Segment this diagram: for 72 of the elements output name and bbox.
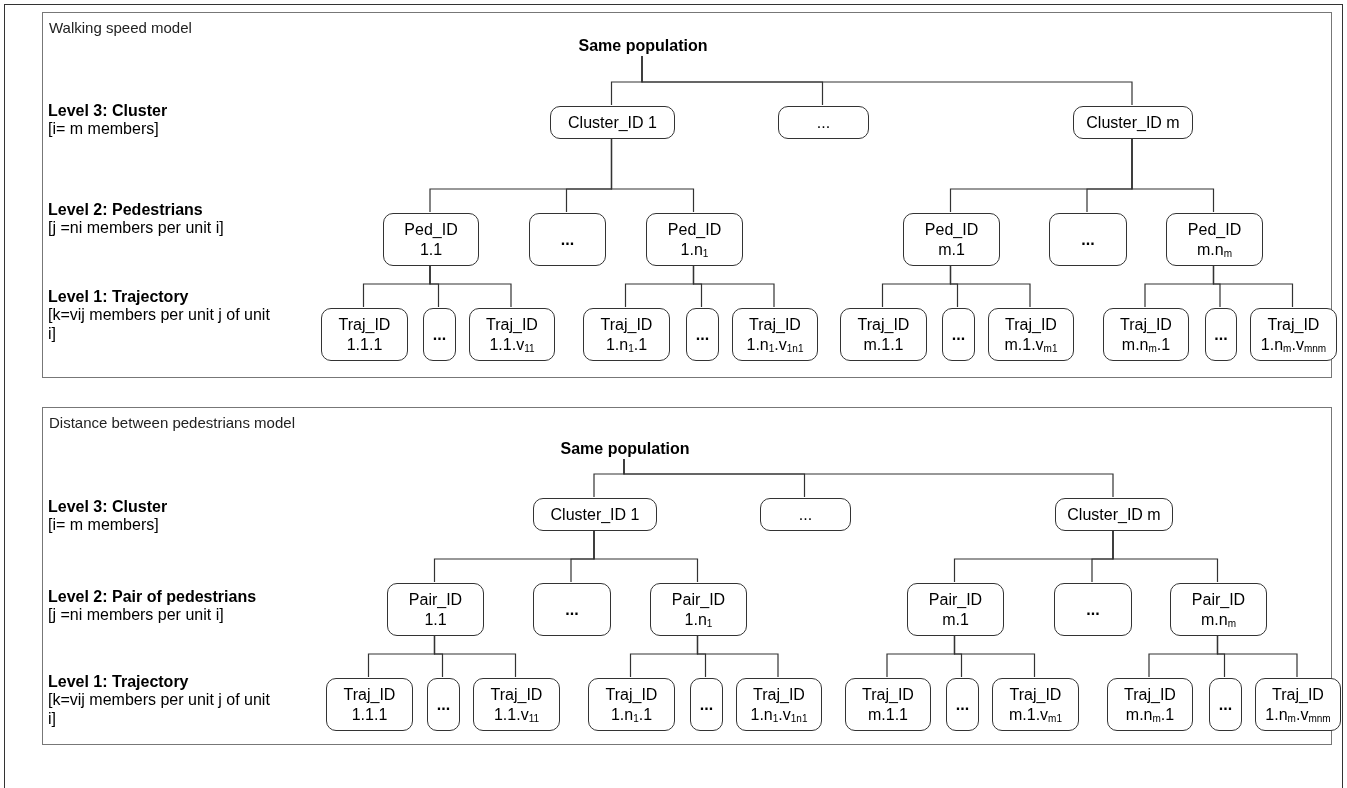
trajectory-box: Traj_ID 1.n$_{m}$.v$_{mnm}$ <box>1255 678 1341 731</box>
unit-box: Pair_ID m.1 <box>907 583 1004 636</box>
level-heading: Level 2: Pair of pedestrians <box>48 587 258 606</box>
trajectory-box: Traj_ID 1.n$_{1}$.1 <box>588 678 675 731</box>
unit-box: Pair_ID m.n$_{m}$ <box>1170 583 1267 636</box>
level-description: [k=vij members per unit j of unit i] <box>48 305 271 343</box>
unit-box: Ped_ID 1.n$_{1}$ <box>646 213 743 266</box>
panel-title: Walking speed model <box>49 18 192 38</box>
level-description: [j =ni members per unit i] <box>48 605 225 624</box>
trajectory-box: Traj_ID m.1.v$_{m1}$ <box>988 308 1074 361</box>
root-label: Same population <box>568 35 718 57</box>
trajectory-box: ... <box>1205 308 1237 361</box>
tree-connector <box>953 634 1036 678</box>
trajectory-box: Traj_ID m.1.1 <box>845 678 931 731</box>
level-description: [i= m members] <box>48 119 160 138</box>
cluster-box: Cluster_ID 1 <box>550 106 675 139</box>
unit-box: ... <box>1054 583 1132 636</box>
tree-connector <box>1112 529 1219 583</box>
tree-connector <box>949 264 1031 308</box>
trajectory-box: ... <box>942 308 975 361</box>
unit-box: ... <box>1049 213 1127 266</box>
tree-connector <box>1212 264 1294 308</box>
tree-connector <box>623 458 1114 498</box>
trajectory-box: ... <box>1209 678 1242 731</box>
level-description: [k=vij members per unit j of unit i] <box>48 690 271 728</box>
trajectory-box: ... <box>423 308 456 361</box>
trajectory-box: ... <box>690 678 723 731</box>
tree-connector <box>696 634 779 678</box>
level-heading: Level 1: Trajectory <box>48 672 190 691</box>
trajectory-box: Traj_ID m.1.1 <box>840 308 927 361</box>
cluster-box: ... <box>760 498 851 531</box>
panel-title: Distance between pedestrians model <box>49 413 295 433</box>
level-description: [i= m members] <box>48 515 160 534</box>
trajectory-box: Traj_ID m.n$_{m}$.1 <box>1107 678 1193 731</box>
trajectory-box: ... <box>427 678 460 731</box>
tree-connector <box>641 55 1133 106</box>
trajectory-box: Traj_ID 1.1.1 <box>326 678 413 731</box>
level-description: [j =ni members per unit i] <box>48 218 225 237</box>
trajectory-box: Traj_ID m.n$_{m}$.1 <box>1103 308 1189 361</box>
trajectory-box: ... <box>946 678 979 731</box>
unit-box: Ped_ID 1.1 <box>383 213 479 266</box>
trajectory-box: Traj_ID m.1.v$_{m1}$ <box>992 678 1079 731</box>
trajectory-box: Traj_ID 1.n$_{m}$.v$_{mnm}$ <box>1250 308 1337 361</box>
unit-box: ... <box>533 583 611 636</box>
trajectory-box: Traj_ID 1.n$_{1}$.1 <box>583 308 670 361</box>
trajectory-box: Traj_ID 1.1.v$_{11}$ <box>473 678 560 731</box>
trajectory-box: Traj_ID 1.1.1 <box>321 308 408 361</box>
tree-connector <box>429 264 512 308</box>
unit-box: Pair_ID 1.1 <box>387 583 484 636</box>
unit-box: ... <box>529 213 606 266</box>
cluster-box: Cluster_ID m <box>1055 498 1173 531</box>
tree-connector <box>1131 137 1215 213</box>
tree-connector <box>433 634 517 678</box>
tree-connector <box>1216 634 1298 678</box>
cluster-box: ... <box>778 106 869 139</box>
trajectory-box: ... <box>686 308 719 361</box>
trajectory-box: Traj_ID 1.n$_{1}$.v$_{1n1}$ <box>732 308 818 361</box>
unit-box: Pair_ID 1.n$_{1}$ <box>650 583 747 636</box>
unit-box: Ped_ID m.n$_{m}$ <box>1166 213 1263 266</box>
level-heading: Level 3: Cluster <box>48 497 169 516</box>
unit-box: Ped_ID m.1 <box>903 213 1000 266</box>
trajectory-box: Traj_ID 1.n$_{1}$.v$_{1n1}$ <box>736 678 822 731</box>
root-label: Same population <box>550 438 700 460</box>
tree-connector <box>692 264 775 308</box>
level-heading: Level 3: Cluster <box>48 101 169 120</box>
cluster-box: Cluster_ID m <box>1073 106 1193 139</box>
cluster-box: Cluster_ID 1 <box>533 498 657 531</box>
trajectory-box: Traj_ID 1.1.v$_{11}$ <box>469 308 555 361</box>
tree-connector <box>610 137 695 213</box>
level-heading: Level 1: Trajectory <box>48 287 190 306</box>
tree-connector <box>593 529 699 583</box>
level-heading: Level 2: Pedestrians <box>48 200 204 219</box>
